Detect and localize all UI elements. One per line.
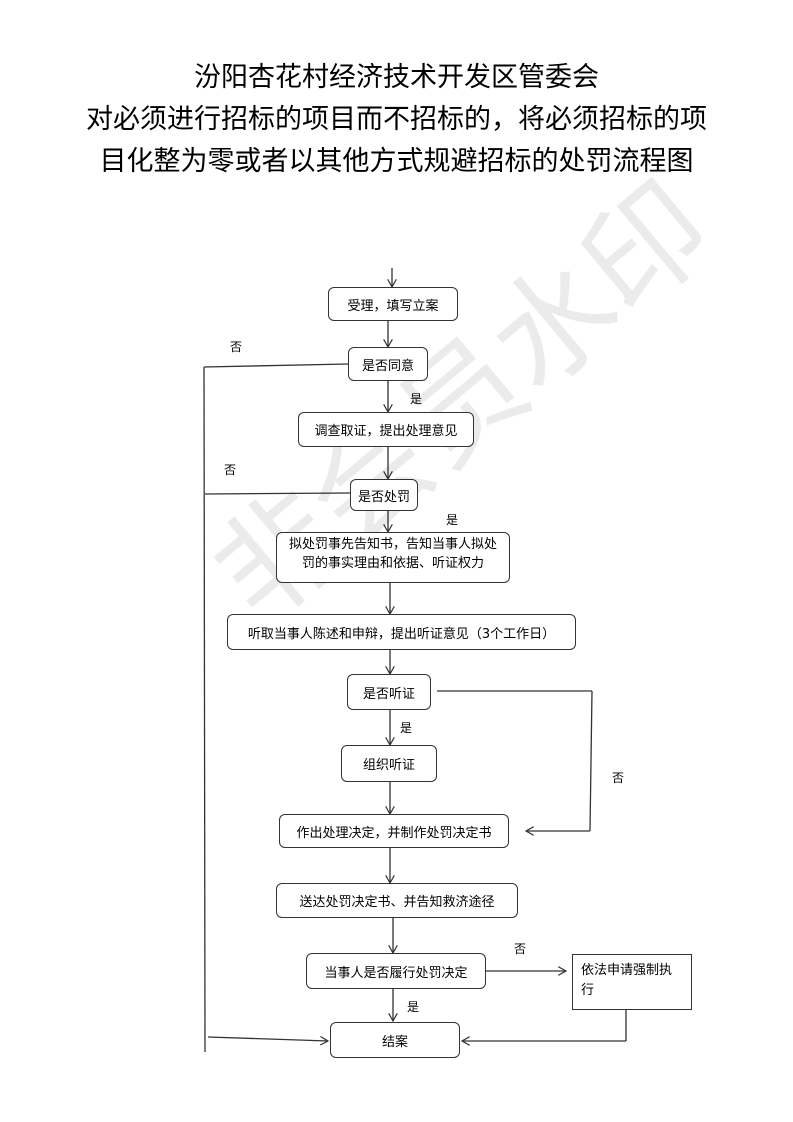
title-line-1: 汾阳杏花村经济技术开发区管委会 bbox=[194, 62, 599, 93]
title-line-2: 对必须进行招标的项目而不招标的，将必须招标的项 bbox=[86, 104, 707, 135]
line-left-vertical bbox=[203, 366, 206, 1053]
node-decision: 作出处理决定，并制作处罚决定书 bbox=[279, 814, 509, 848]
label-comply-yes: 是 bbox=[407, 1000, 420, 1014]
label-agree-yes: 是 bbox=[410, 392, 423, 406]
node-close: 结案 bbox=[330, 1022, 460, 1058]
label-punish-no: 否 bbox=[224, 463, 237, 477]
node-punish-decision: 是否处罚 bbox=[350, 479, 418, 511]
label-hearing-no: 否 bbox=[612, 771, 625, 785]
node-hearing-decision: 是否听证 bbox=[347, 674, 431, 710]
line-hearing-no-down bbox=[589, 690, 593, 832]
node-notify: 拟处罚事先告知书，告知当事人拟处罚的事实理由和依据、听证权力 bbox=[276, 532, 510, 583]
label-agree-no: 否 bbox=[230, 340, 243, 354]
label-comply-no: 否 bbox=[514, 942, 527, 956]
node-accept: 受理，填写立案 bbox=[328, 287, 458, 321]
node-deliver: 送达处罚决定书、并告知救济途径 bbox=[276, 883, 518, 918]
arrow-left-to-close bbox=[207, 1037, 328, 1041]
node-organize-hearing: 组织听证 bbox=[341, 745, 437, 782]
node-comply-decision: 当事人是否履行处罚决定 bbox=[306, 953, 486, 989]
node-agree-decision: 是否同意 bbox=[348, 347, 428, 381]
title-line-3: 目化整为零或者以其他方式规避招标的处罚流程图 bbox=[99, 146, 694, 177]
line-punish-no-left bbox=[204, 492, 351, 495]
node-enforce: 依法申请强制执行 bbox=[572, 954, 692, 1010]
label-punish-yes: 是 bbox=[446, 513, 459, 527]
line-agree-no-left bbox=[203, 363, 349, 368]
label-hearing-yes: 是 bbox=[400, 721, 413, 735]
node-investigate: 调查取证，提出处理意见 bbox=[298, 412, 474, 447]
node-hear-statement: 听取当事人陈述和申辩，提出听证意见（3个工作日） bbox=[227, 614, 576, 650]
